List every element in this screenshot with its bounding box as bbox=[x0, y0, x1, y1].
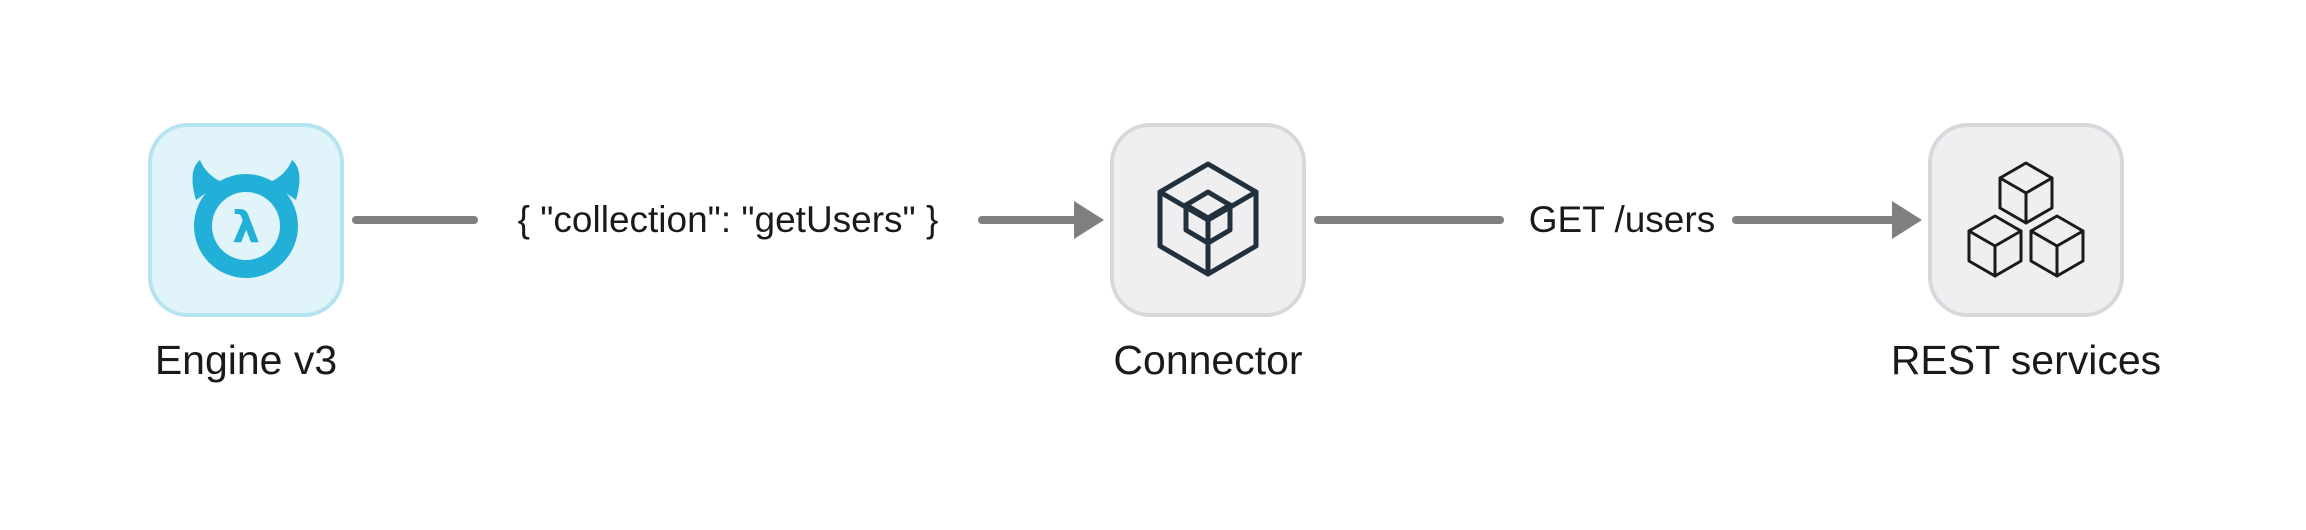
three-cubes-icon bbox=[1967, 161, 2085, 278]
arrowhead-icon bbox=[1892, 201, 1922, 239]
edge-engine-to-connector: { "collection": "getUsers" } bbox=[352, 199, 1104, 240]
edge-label: { "collection": "getUsers" } bbox=[518, 199, 939, 240]
cube-in-cube-icon bbox=[1157, 161, 1259, 277]
node-rest-services[interactable]: REST services bbox=[1891, 123, 2161, 383]
node-connector[interactable]: Connector bbox=[1110, 123, 1306, 383]
node-engine[interactable]: λ Engine v3 bbox=[148, 123, 344, 383]
arrowhead-icon bbox=[1074, 201, 1104, 239]
svg-text:λ: λ bbox=[232, 202, 260, 253]
node-label: REST services bbox=[1891, 337, 2161, 383]
node-label: Connector bbox=[1113, 337, 1302, 383]
node-label: Engine v3 bbox=[155, 337, 337, 383]
edge-connector-to-rest: GET /users bbox=[1314, 199, 1922, 240]
hasura-lambda-icon: λ bbox=[192, 160, 300, 278]
edge-label: GET /users bbox=[1529, 199, 1715, 240]
